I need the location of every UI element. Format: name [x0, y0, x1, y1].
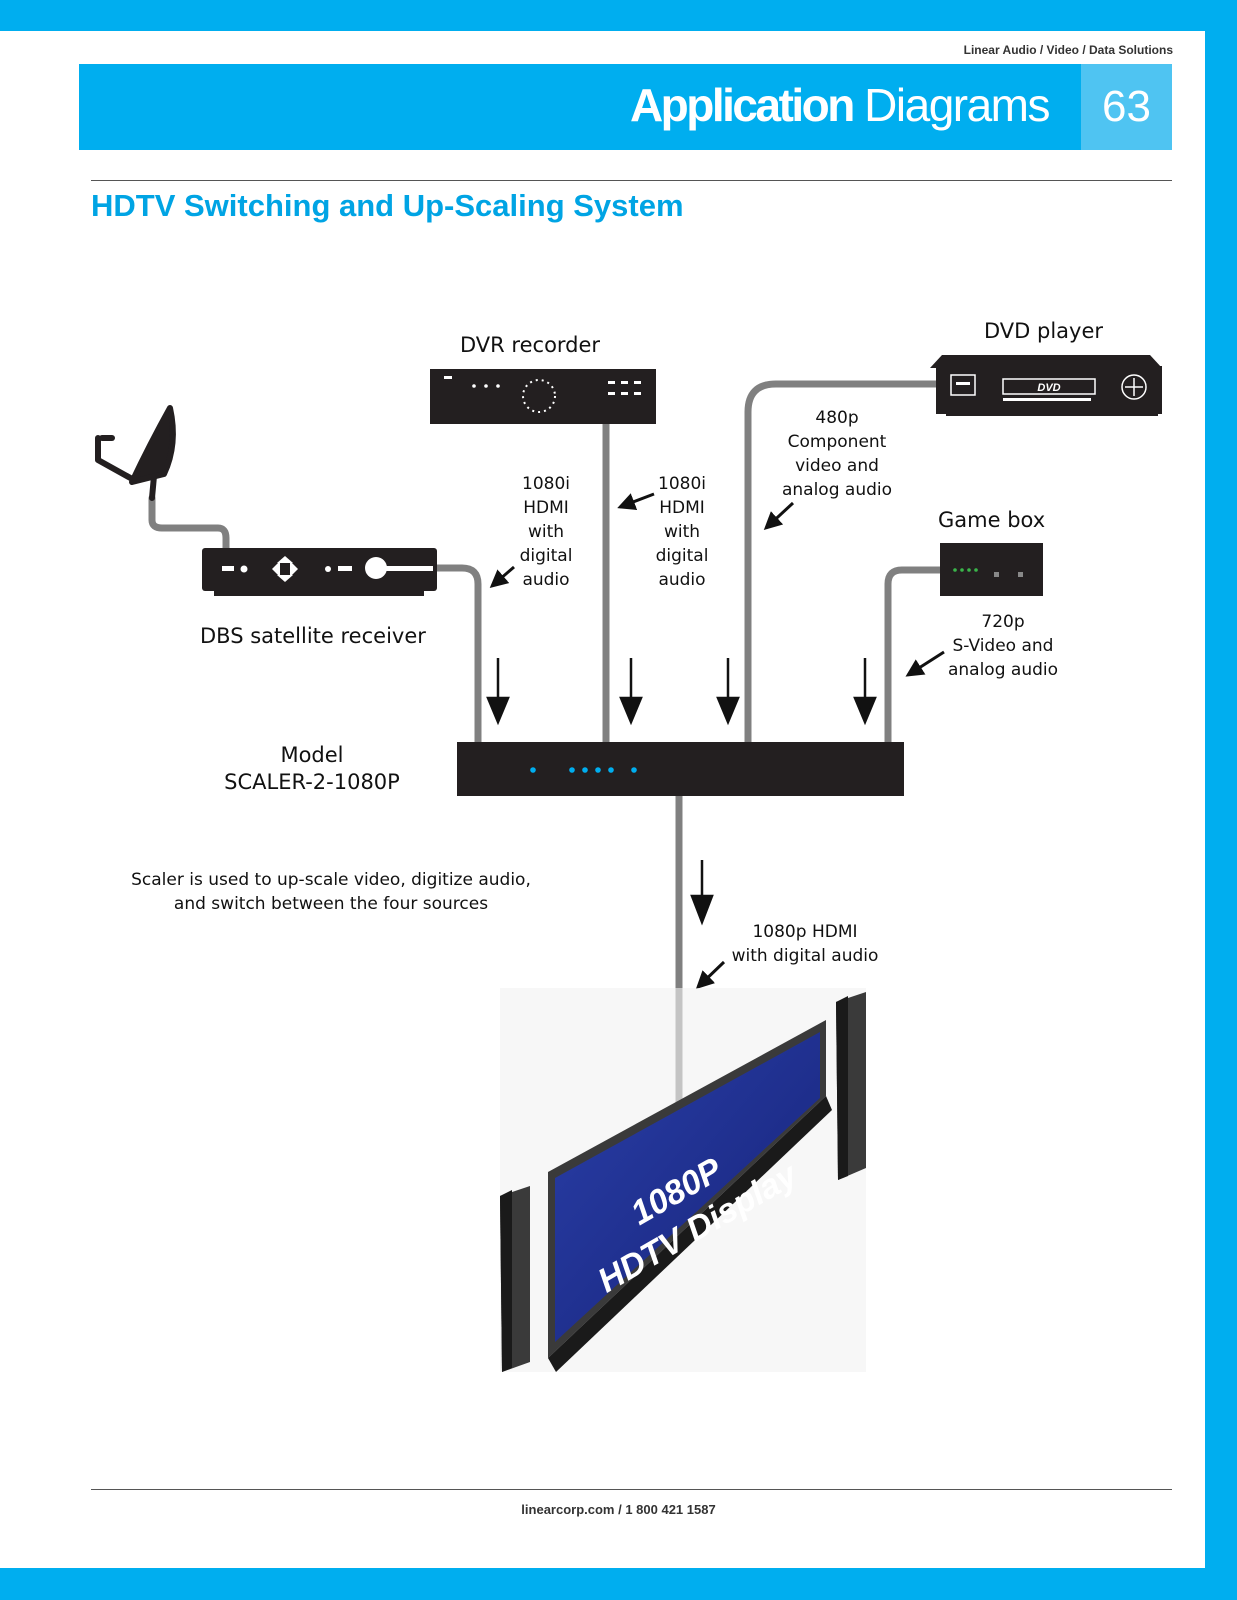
header-divider	[91, 180, 1172, 181]
arrow-diagonal-icon	[905, 650, 945, 677]
arrow-diagonal-icon	[763, 501, 795, 531]
dvd-label: DVD player	[984, 319, 1104, 343]
banner-title: Application Diagrams	[629, 78, 1051, 132]
section-title: HDTV Switching and Up-Scaling System	[91, 188, 684, 223]
arrow-down-icon	[619, 658, 643, 726]
scaler-unit-icon	[457, 742, 904, 796]
title-banner: Application Diagrams 63	[79, 64, 1172, 150]
pointer-arrows	[489, 492, 945, 990]
frame-right-bar	[1205, 0, 1237, 1600]
dvr-signal-label: 1080i HDMI with digital audio	[655, 474, 709, 590]
arrow-diagonal-icon	[489, 565, 515, 588]
dvr-label: DVR recorder	[460, 333, 601, 357]
page-number: 63	[1081, 64, 1172, 150]
dbs-label: DBS satellite receiver	[200, 624, 426, 648]
arrow-down-icon	[690, 860, 714, 926]
frame-bottom-bar	[0, 1568, 1237, 1600]
game-box-icon	[940, 543, 1043, 596]
footer-divider	[91, 1489, 1172, 1490]
cable-game-to-scaler	[884, 566, 944, 746]
arrow-diagonal-icon	[617, 492, 655, 511]
dbs-receiver-icon	[202, 548, 437, 596]
dvd-player-icon: DVD	[930, 355, 1162, 416]
dvd-logo: DVD	[1037, 382, 1060, 394]
output-signal-label: 1080p HDMI with digital audio	[731, 922, 879, 966]
satellite-dish-icon	[95, 405, 176, 501]
banner-title-bold: Application	[629, 79, 855, 131]
cable-dish-to-dbs	[148, 494, 230, 556]
frame-top-bar	[0, 0, 1237, 31]
arrow-down-icon	[486, 658, 510, 726]
arrow-down-icon	[853, 658, 877, 726]
dbs-signal-label: 1080i HDMI with digital audio	[519, 474, 573, 590]
header-kicker: Linear Audio / Video / Data Solutions	[963, 43, 1173, 57]
footer-contact: linearcorp.com / 1 800 421 1587	[521, 1502, 716, 1517]
hdtv-display-icon: 1080P HDTV Display	[500, 988, 866, 1372]
game-label: Game box	[938, 508, 1046, 532]
scaler-note: Scaler is used to up-scale video, digiti…	[131, 870, 531, 914]
banner-title-light: Diagrams	[864, 79, 1050, 131]
dvr-recorder-icon	[430, 369, 656, 424]
scaler-label: Model SCALER-2-1080P	[224, 743, 400, 794]
cable-dvd-to-scaler	[744, 380, 940, 746]
arrow-diagonal-icon	[695, 960, 726, 990]
arrow-down-icon	[716, 658, 740, 726]
dvd-signal-label: 480p Component video and analog audio	[781, 408, 893, 500]
input-arrows	[486, 658, 877, 926]
cable-dbs-to-scaler	[433, 564, 482, 746]
game-signal-label: 720p S-Video and analog audio	[947, 612, 1059, 680]
